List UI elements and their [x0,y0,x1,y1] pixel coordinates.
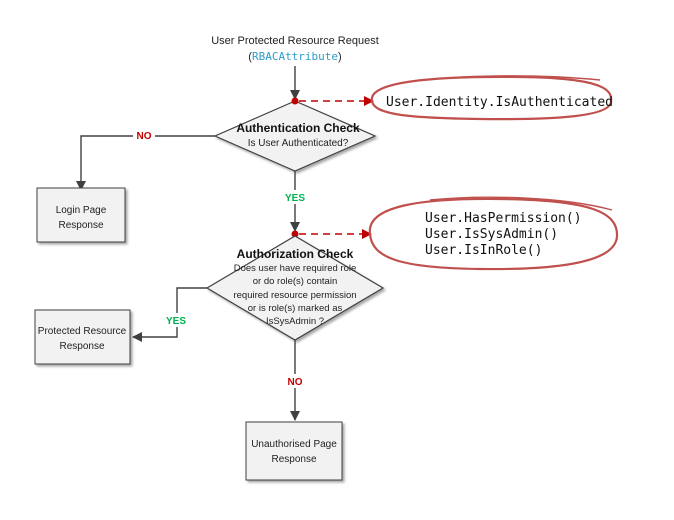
arrow-authorization-yes [132,287,207,342]
unauthorised-box-line-2: Response [271,454,316,465]
authorization-check-heading: Authorization Check [237,247,354,261]
protected-box-line-1: Protected Resource [38,326,127,337]
authorization-callout-ellipse [368,197,619,271]
authorization-check-line-5: IsSysAdmin ? [266,316,324,327]
authorization-callout-code-3: User.IsInRole() [425,243,542,258]
request-attribute-line: (RBACAttribute) [248,50,341,63]
authorization-yes-label: YES [166,316,186,327]
authentication-callout-stroke [424,75,601,81]
authentication-callout-code: User.Identity.IsAuthenticated [386,95,613,110]
rbac-attribute-name: RBACAttribute [252,50,338,63]
authorization-check-line-3: required resource permission [233,290,356,301]
authentication-no-label: NO [137,131,152,142]
authentication-check-text: Is User Authenticated? [248,138,349,149]
login-box-line-2: Response [58,220,103,231]
yes-label-bg-2 [164,313,188,327]
login-page-response-box [36,187,126,243]
arrow-authentication-no [76,135,215,191]
unauthorised-box-line-1: Unauthorised Page [251,439,337,450]
authorization-callout-code-2: User.IsSysAdmin() [425,227,558,242]
authentication-check-heading: Authentication Check [236,121,360,135]
login-box-line-1: Login Page [56,205,107,216]
yes-label-bg-1 [283,190,307,204]
authentication-connector-dot [291,97,299,105]
authorization-check-line-4: or is role(s) marked as [248,303,343,314]
no-label-bg-1 [133,128,155,142]
authorization-no-label: NO [288,377,303,388]
authentication-yes-label: YES [285,193,305,204]
authorization-connector-dot [291,230,299,238]
no-label-bg-2 [284,374,306,388]
authorization-callout-stroke [429,196,613,211]
protected-box-line-2: Response [59,341,104,352]
authorization-callout-code-1: User.HasPermission() [425,211,582,226]
authorization-check-line-2: or do role(s) contain [253,276,337,287]
authentication-check-diamond [213,100,377,172]
authorization-check-line-1: Does user have required role [234,263,357,274]
protected-resource-response-box [34,309,131,365]
unauthorised-page-response-box [245,421,343,481]
request-title: User Protected Resource Request [211,35,379,47]
